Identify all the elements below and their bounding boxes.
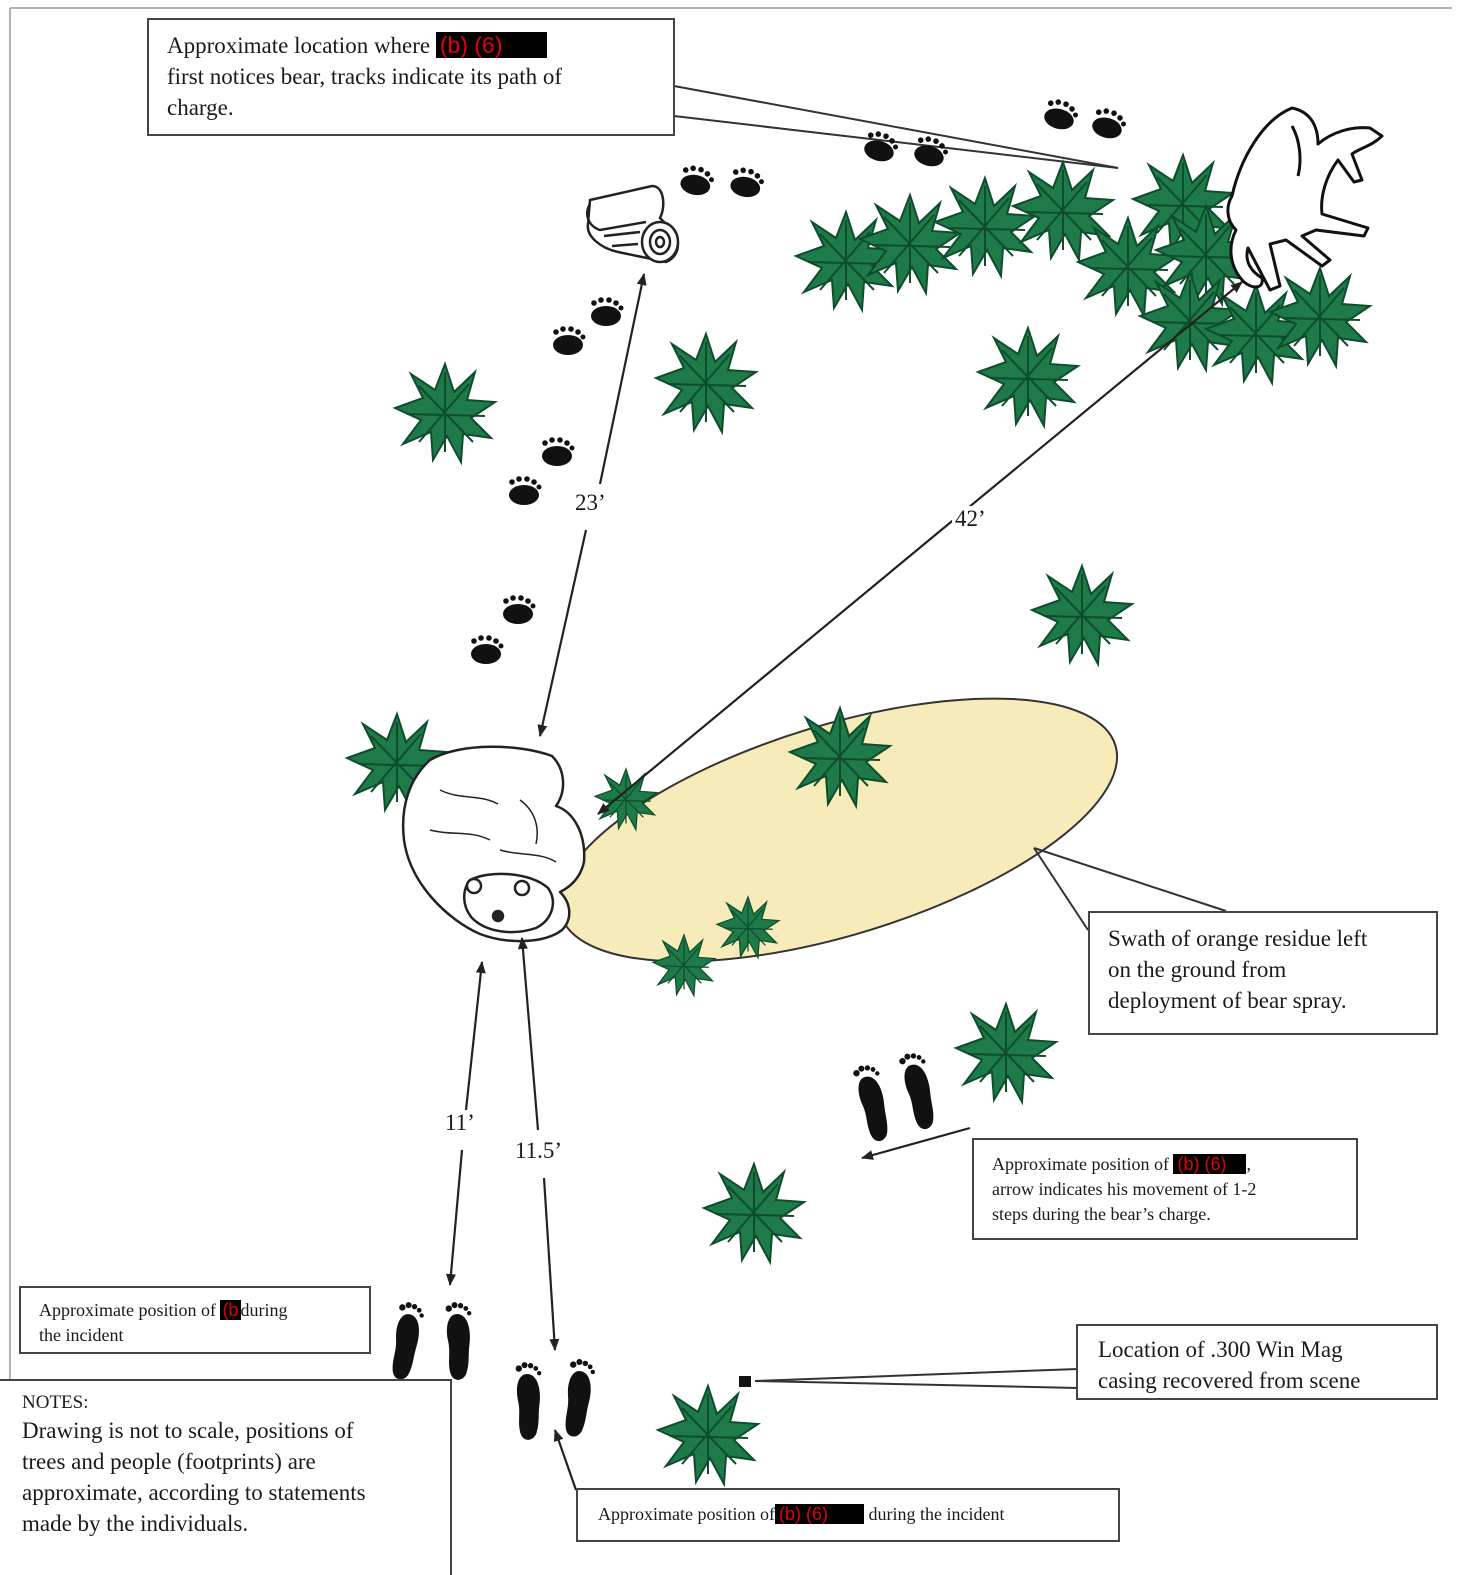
- callout-text: Approximate position of: [992, 1154, 1174, 1174]
- callout-text: deployment of bear spray.: [1108, 988, 1347, 1013]
- callout-text: during: [240, 1300, 288, 1320]
- redaction: (b) (6): [435, 32, 547, 58]
- callout-text: Approximate position of: [39, 1300, 221, 1320]
- deer-icon: [1226, 106, 1384, 292]
- notes-text: approximate, according to statements: [22, 1480, 366, 1505]
- notes-heading: NOTES:: [22, 1392, 89, 1413]
- spray-swath: [557, 697, 1119, 963]
- callout-text: on the ground from: [1108, 957, 1287, 982]
- casing-marker-icon: [739, 1376, 751, 1387]
- measurement-arrows: [445, 273, 1243, 1491]
- redaction: (b) (6): [1173, 1154, 1247, 1174]
- callout-text: ,: [1246, 1154, 1251, 1174]
- callout-spray-swath: Swath of orange residue left on the grou…: [1088, 911, 1438, 1035]
- callout-text: during the incident: [868, 1504, 1005, 1524]
- notes-box: NOTES: Drawing is not to scale, position…: [0, 1379, 452, 1575]
- callout-casing: Location of .300 Win Mag casing recovere…: [1076, 1324, 1438, 1400]
- callout-text: casing recovered from scene: [1098, 1368, 1361, 1393]
- notes-text: Drawing is not to scale, positions of: [22, 1418, 354, 1443]
- callout-text: first notices bear, tracks indicate its …: [167, 64, 563, 89]
- callout-text: Approximate location where: [167, 33, 436, 58]
- redaction: (b) (6): [774, 1504, 864, 1524]
- callout-text: arrow indicates his movement of 1-2: [992, 1179, 1257, 1199]
- callout-text: the incident: [39, 1325, 124, 1345]
- notes-text: trees and people (footprints) are: [22, 1449, 316, 1474]
- callout-person-right: Approximate position of (b) (6), arrow i…: [972, 1138, 1358, 1240]
- redaction: (b: [220, 1300, 241, 1320]
- distance-label-11: 11’: [442, 1110, 478, 1136]
- callout-text: steps during the bear’s charge.: [992, 1204, 1211, 1224]
- callout-text: Approximate position of: [598, 1504, 775, 1524]
- distance-label-23: 23’: [572, 490, 609, 516]
- callout-text: charge.: [167, 95, 234, 120]
- distance-label-42: 42’: [952, 506, 989, 532]
- callout-text: Swath of orange residue left: [1108, 926, 1368, 951]
- callout-text: Location of .300 Win Mag: [1098, 1337, 1343, 1362]
- callout-person-bottom: Approximate position of(b) (6) during th…: [576, 1488, 1120, 1542]
- callout-bear-location: Approximate location where (b) (6) first…: [147, 18, 675, 136]
- bear-icon: [401, 745, 586, 943]
- callout-pointers: [673, 85, 1227, 1389]
- distance-label-11-5: 11.5’: [512, 1138, 566, 1164]
- log-icon: [586, 184, 680, 264]
- footprint-icon: [391, 1049, 944, 1441]
- notes-text: made by the individuals.: [22, 1511, 249, 1536]
